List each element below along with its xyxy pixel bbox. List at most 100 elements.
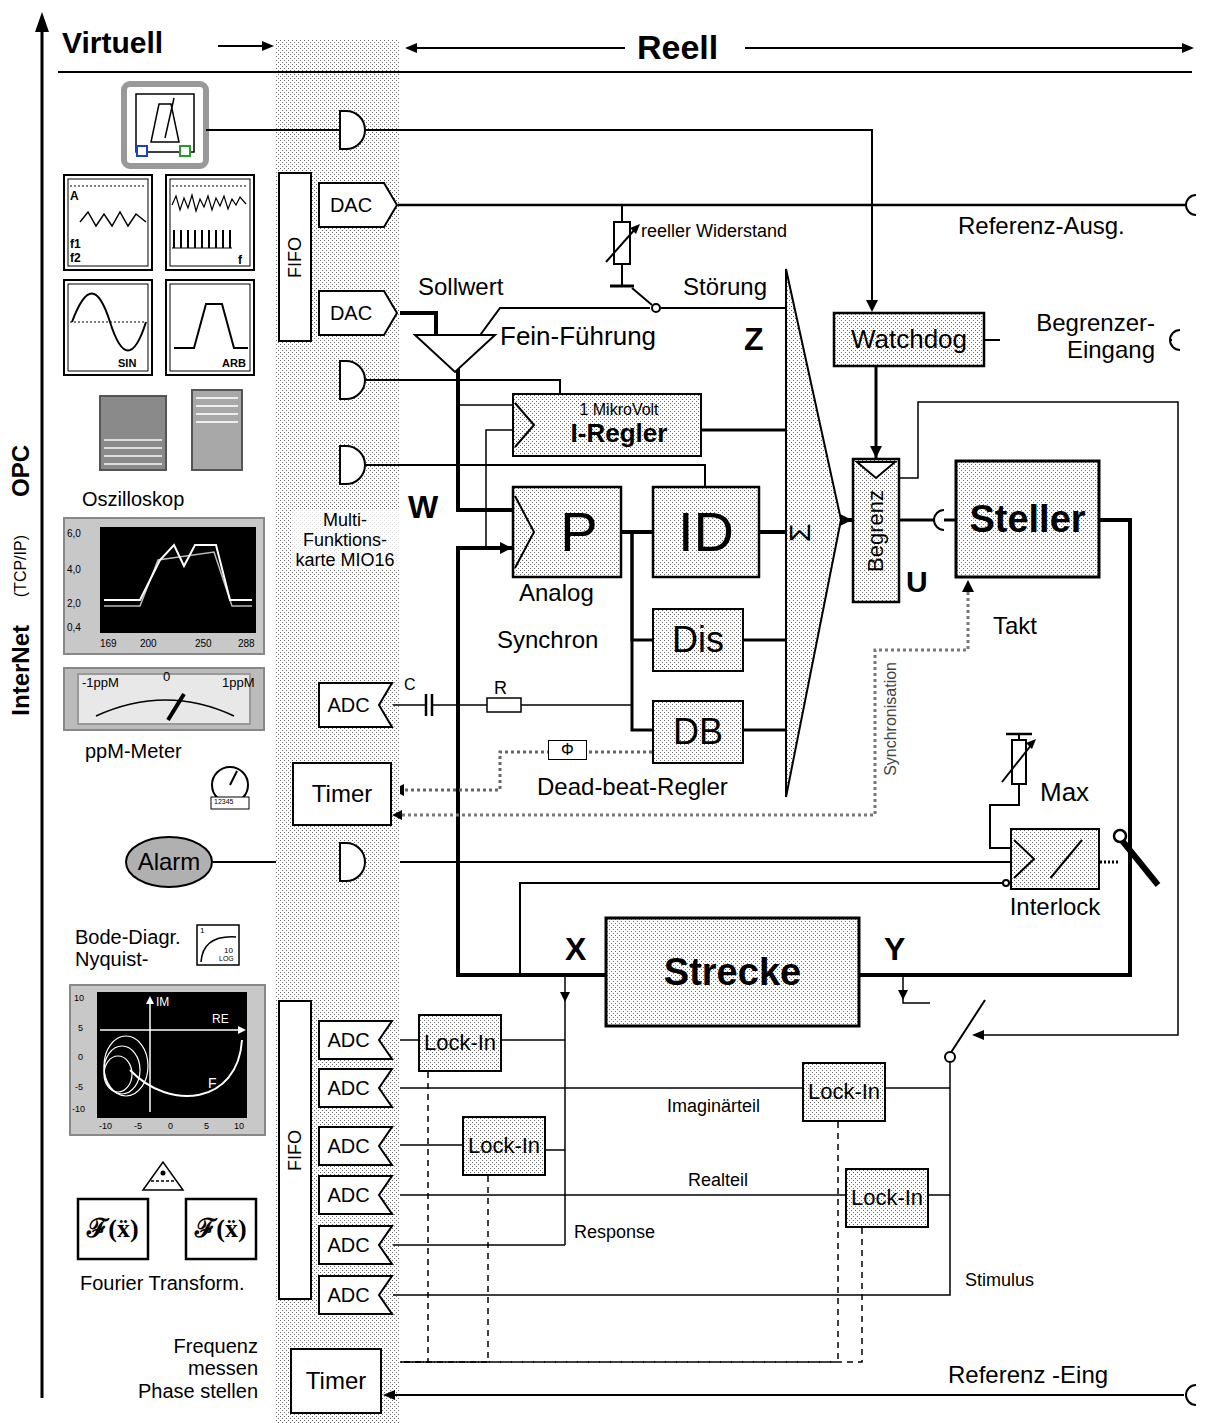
discrete-controller: Dis (652, 608, 744, 672)
text-label: -10 (99, 1121, 112, 1131)
lock-in-amp: Lock-In (845, 1168, 929, 1228)
signal-wire (458, 548, 605, 975)
text-label: reeller Widerstand (641, 221, 787, 241)
adc-converter: ADC (318, 1020, 393, 1060)
node-text: Timer (312, 781, 372, 808)
signal-wire (702, 429, 785, 432)
node-text: Alarm (138, 849, 201, 876)
text-label: LOG (219, 955, 234, 963)
text-label: W (408, 490, 438, 526)
text-label: Reell (637, 28, 718, 66)
signal-wire (622, 532, 652, 730)
text-label: U (906, 565, 928, 599)
edge-label: Imaginärteil (665, 1096, 762, 1116)
text-label: X (565, 932, 586, 968)
dac-converter: DAC (318, 182, 398, 228)
text-label: f (238, 254, 242, 267)
adc-converter: ADC (318, 1225, 393, 1265)
signal-wire (393, 1144, 462, 1146)
adc-converter: ADC (318, 1275, 393, 1315)
text-label: 288 (238, 638, 255, 649)
text-label: 2,0 (67, 598, 81, 609)
fourier-box: ℱ(ẍ) (77, 1198, 149, 1260)
text-label: Stimulus (965, 1270, 1034, 1290)
text-label: 0,4 (67, 622, 81, 633)
adc-converter: ADC (318, 1175, 393, 1215)
node-text: Begrenz (864, 490, 889, 572)
node-text: Timer (306, 1368, 366, 1395)
node-text: DB (673, 712, 723, 752)
text-label: (TCP/IP) (12, 535, 30, 597)
node-text: P (560, 501, 597, 564)
summing-junction: Σ (785, 268, 842, 798)
text-label: 0 (78, 1052, 83, 1062)
p-controller: P (512, 486, 622, 578)
node-text: Lock-In (468, 1134, 540, 1157)
lock-in-amp: Lock-In (802, 1062, 886, 1122)
signal-wire (875, 367, 878, 458)
adc-converter: ADC (318, 1126, 393, 1166)
signal-wire (760, 530, 785, 534)
edge-label: Realteil (686, 1170, 750, 1190)
signal-wire (393, 1087, 802, 1089)
node-text: Lock-In (424, 1031, 496, 1054)
text-label: R (494, 678, 507, 698)
edge-label: Φ (548, 740, 587, 760)
i-controller: 1 MikroVoltI-Regler (512, 393, 702, 457)
text-label: OPC (8, 445, 35, 497)
text-label: 250 (195, 638, 212, 649)
text-label: Fein-Führung (500, 322, 656, 351)
text-label: 0 (168, 1121, 173, 1131)
timer-box: Timer (292, 762, 392, 826)
node-text: DAC (330, 194, 372, 216)
adc-converter: ADC (318, 1068, 393, 1108)
signal-wire (622, 532, 652, 640)
signal-wire (744, 729, 785, 732)
node-text: FIFO (285, 237, 305, 278)
text-label: C (404, 676, 416, 694)
text-label: -1ppM (82, 676, 119, 691)
text-label: Begrenzer-Eingang (1003, 310, 1155, 364)
node-text: Interlock (1010, 894, 1101, 921)
dac-converter: DAC (318, 290, 398, 336)
text-label: 10 (74, 993, 84, 1003)
signal-wire (398, 313, 512, 510)
interlock-box: Interlock (1010, 828, 1100, 890)
text-label: ppM-Meter (85, 740, 182, 762)
node-text: DAC (330, 302, 372, 324)
text-label: A (70, 190, 79, 203)
node-text: ADC (327, 1029, 369, 1051)
alarm-button: Alarm (125, 836, 213, 888)
text-label: 1ppM (222, 676, 255, 691)
lock-in-amp: Lock-In (418, 1014, 502, 1072)
node-text: ID (678, 501, 734, 564)
text-label: 6,0 (67, 528, 81, 539)
node-text: ADC (327, 1234, 369, 1256)
signal-wire (744, 639, 785, 642)
text-label: 10 (224, 947, 233, 956)
text-label: Response (574, 1222, 655, 1242)
text-label: 169 (100, 638, 117, 649)
text-label: Multi-Funktions-karte MIO16 (291, 510, 399, 570)
text-label: Referenz-Ausg. (958, 213, 1125, 240)
node-text: 1 MikroVolt (579, 401, 658, 419)
text-label: 1 (200, 927, 204, 936)
text-label: -10 (72, 1104, 85, 1114)
node-text: Lock-In (808, 1080, 880, 1103)
limiter-box: Begrenz (852, 458, 900, 603)
node-text: Dis (672, 620, 724, 660)
deadbeat-controller: DB (652, 700, 744, 764)
text-label: Y (884, 932, 905, 968)
lock-in-amp: Lock-In (462, 1116, 546, 1176)
plant-box: Strecke (605, 917, 860, 1027)
watchdog-box: Watchdog (833, 312, 985, 367)
text-label: Analog (519, 580, 594, 607)
text-label: SIN (118, 357, 136, 369)
text-label: Sollwert (418, 274, 503, 301)
signal-wire (842, 518, 852, 522)
id-controller: ID (652, 486, 760, 578)
node-outline (1010, 828, 1100, 890)
text-label: Frequenz messen Phase stellen (130, 1335, 258, 1402)
text-label: ARB (222, 357, 246, 369)
node-text: ℱ(ẍ) (195, 1214, 246, 1243)
